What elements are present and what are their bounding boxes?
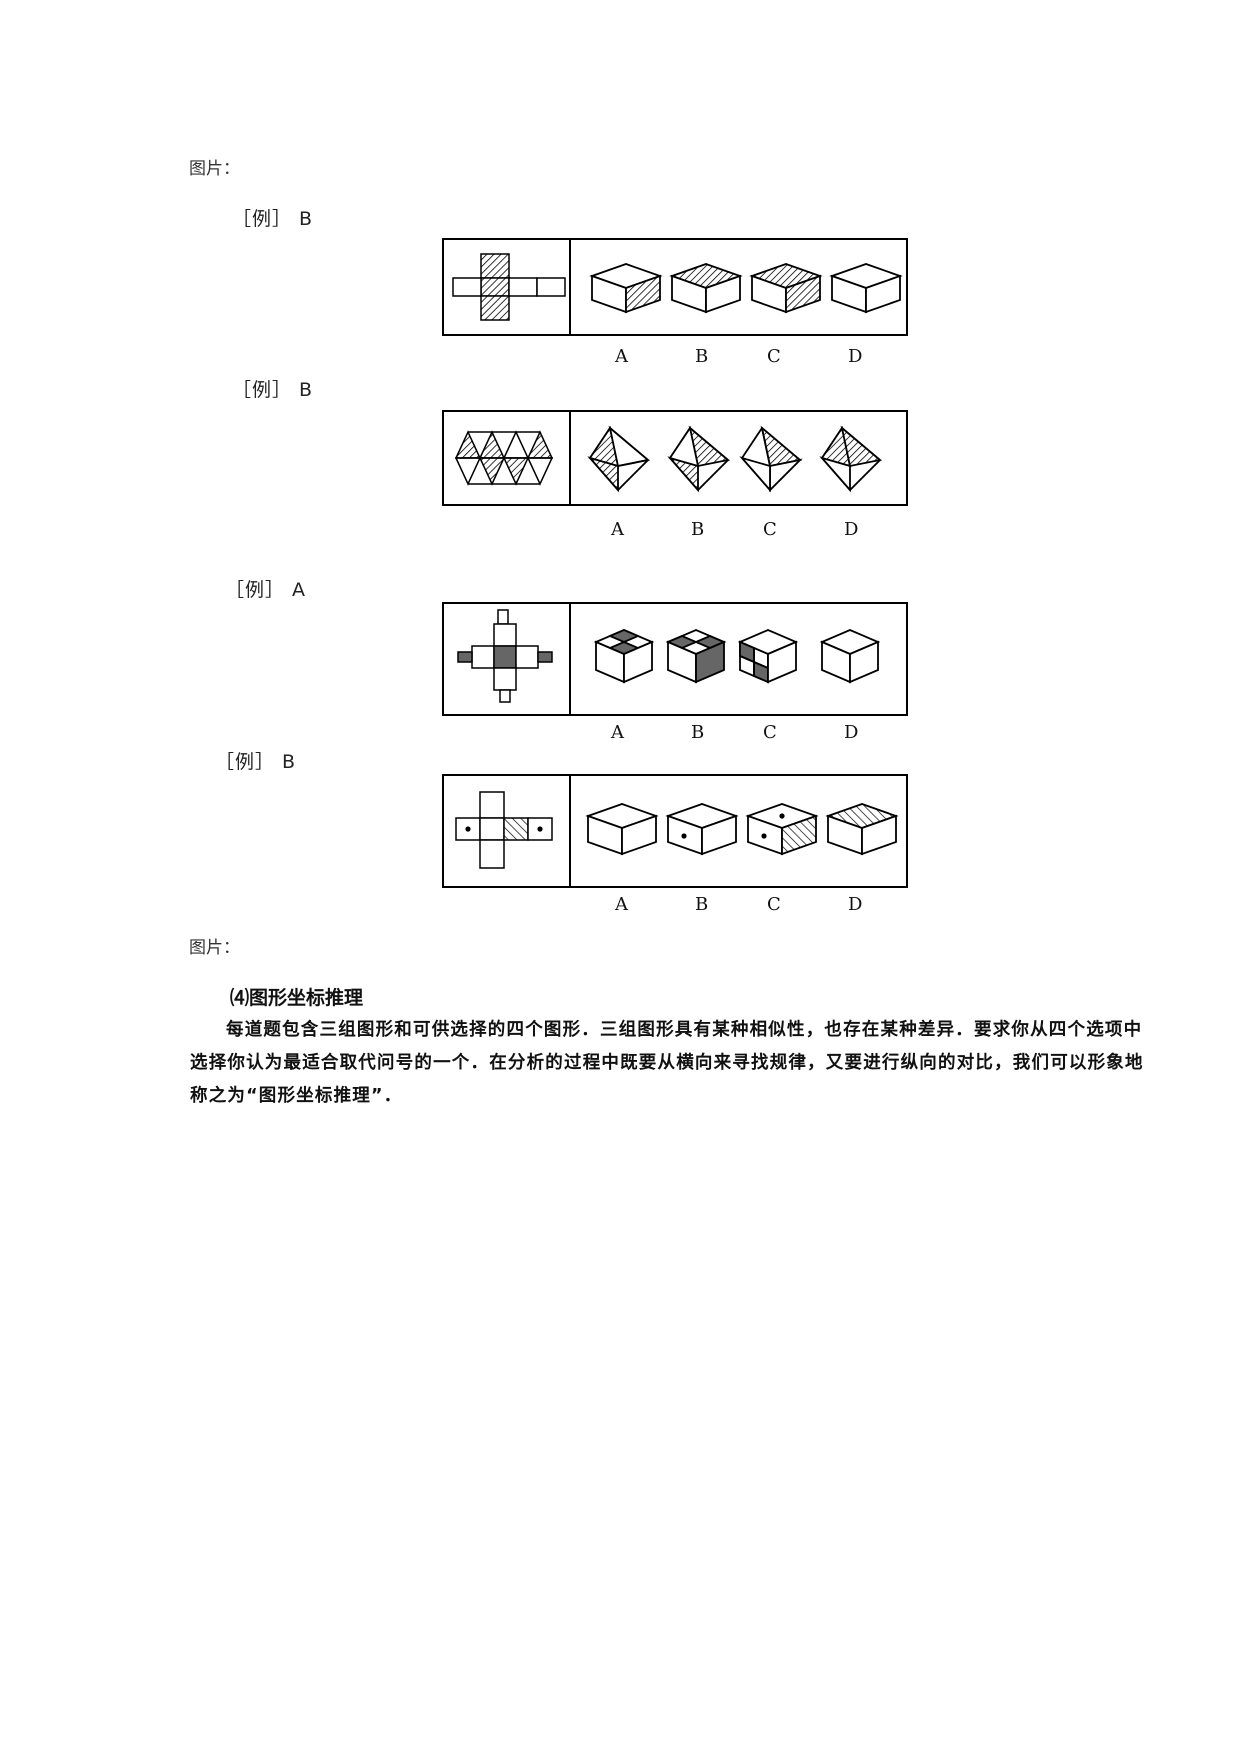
example-2-option-c: C — [763, 519, 777, 540]
example-3-option-b: B — [691, 722, 705, 743]
example-4-option-d: D — [848, 894, 863, 915]
example-4-option-c: C — [767, 894, 781, 915]
example-1-option-d: D — [848, 346, 863, 367]
example-1-option-b: B — [695, 346, 709, 367]
example-1-option-a: A — [615, 346, 628, 367]
example-3-figure — [442, 602, 908, 716]
example-3-option-c: C — [763, 722, 777, 743]
example-4-option-b: B — [695, 894, 709, 915]
example-4-label: ［例］ B — [215, 751, 297, 773]
picture-label-top: 图片： — [189, 159, 240, 179]
section-paragraph: 每道题包含三组图形和可供选择的四个图形．三组图形具有某种相似性，也存在某种差异．… — [190, 1020, 1144, 1106]
example-4-figure — [442, 774, 908, 888]
section-title: ⑷图形坐标推理 — [230, 987, 364, 1009]
example-1-label: ［例］ B — [232, 208, 314, 230]
picture-label-bottom: 图片： — [189, 938, 240, 958]
example-2-option-d: D — [844, 519, 859, 540]
example-3-label: ［例］ A — [225, 579, 307, 601]
example-2-option-a: A — [611, 519, 624, 540]
example-4-option-a: A — [615, 894, 628, 915]
example-2-label: ［例］ B — [232, 379, 314, 401]
example-2-option-b: B — [691, 519, 705, 540]
example-1-figure — [442, 238, 908, 336]
example-2-figure — [442, 410, 908, 506]
example-1-option-c: C — [767, 346, 781, 367]
example-3-option-a: A — [611, 722, 624, 743]
example-3-option-d: D — [844, 722, 859, 743]
